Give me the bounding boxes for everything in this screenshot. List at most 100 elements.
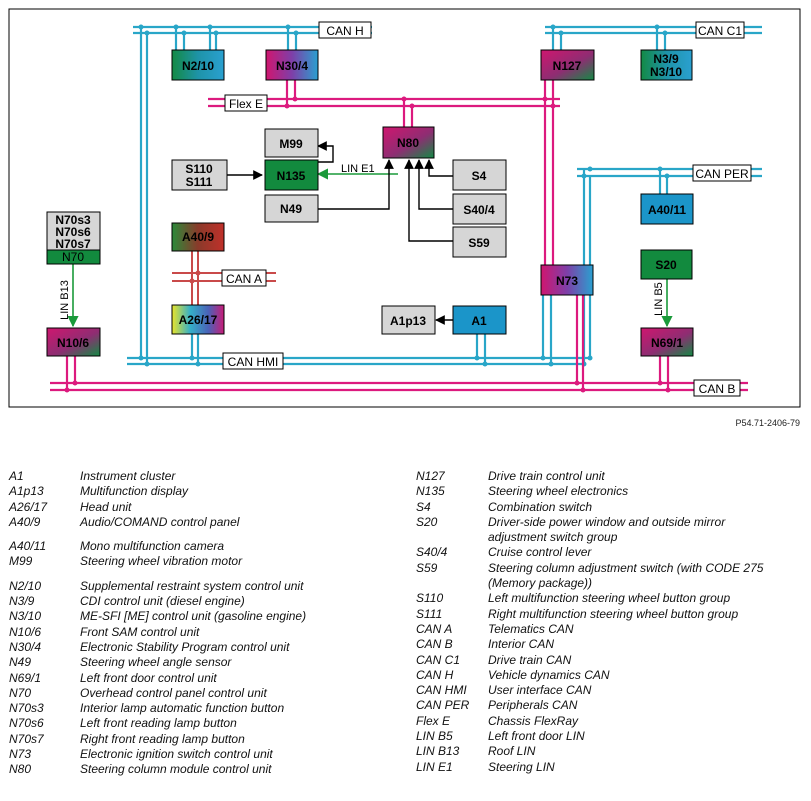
figure-reference: P54.71-2406-79: [735, 418, 800, 428]
node-n10-6[interactable]: [46, 327, 101, 357]
legend-code: CAN PER: [416, 698, 470, 713]
node-n127[interactable]: [540, 49, 595, 81]
legend-code: S110: [416, 591, 444, 606]
node-a1-label: A1: [471, 314, 487, 328]
legend-description: Right front reading lamp button: [80, 731, 245, 746]
legend-code: N3/9: [9, 594, 35, 609]
legend-description: Drive train CAN: [488, 652, 572, 667]
node-s20[interactable]: [640, 249, 693, 280]
legend-description: Combination switch: [488, 499, 593, 514]
legend-code: S40/4: [416, 545, 448, 560]
legend-description: Front SAM control unit: [80, 624, 200, 639]
node-n69-1[interactable]: [640, 327, 694, 357]
node-m99-label: M99: [279, 137, 303, 151]
node-n3-9-n3-10[interactable]: [640, 49, 693, 81]
legend-description: User interface CAN: [488, 683, 592, 698]
node-a40-11[interactable]: [640, 193, 694, 225]
node-n69-1-label: N69/1: [651, 336, 683, 350]
node-n49[interactable]: [264, 194, 319, 223]
legend-code: A40/9: [9, 514, 41, 529]
legend-description: Left front door control unit: [80, 670, 217, 685]
bus-label-can-hmi-text: CAN HMI: [228, 355, 279, 369]
can-hmi-junctions: [138, 355, 593, 367]
bus-label-can-c1: CAN C1: [695, 21, 745, 39]
node-s4[interactable]: [452, 159, 507, 191]
legend-code: N73: [9, 747, 32, 762]
lin-b13-label: LIN B13: [59, 280, 71, 320]
legend-code: A40/11: [9, 539, 47, 554]
legend-item: N73 Electronic ignition switch control un…: [9, 747, 401, 762]
node-s111-label: S111: [186, 175, 213, 189]
node-a40-9-label: A40/9: [182, 230, 214, 244]
node-s110-s111[interactable]: [171, 159, 228, 191]
legend-code: LIN B5: [416, 729, 453, 744]
legend-code: LIN E1: [416, 759, 453, 774]
legend-code: N70s6: [9, 716, 44, 731]
legend-code: N30/4: [9, 639, 42, 654]
node-s40-4[interactable]: [452, 193, 507, 225]
node-s110-label: S110: [185, 162, 213, 176]
node-n80[interactable]: [382, 126, 435, 159]
legend-description: Mono multifunction camera: [80, 539, 225, 554]
bus-label-flex-e-text: Flex E: [229, 97, 263, 111]
node-n2-10[interactable]: [171, 49, 225, 81]
node-n73[interactable]: [540, 264, 594, 296]
legend-code: N70: [9, 685, 32, 700]
legend-code: A1: [9, 469, 24, 483]
node-s4-label: S4: [472, 169, 487, 183]
legend-description: Steering wheel electronics: [488, 484, 629, 499]
legend-description: Steering wheel angle sensor: [80, 655, 232, 670]
legend-description: Steering column adjustment switch (with …: [488, 560, 764, 591]
legend-description: Supplemental restraint system control un…: [80, 578, 304, 593]
node-a1[interactable]: [452, 305, 507, 335]
bus-label-flex-e: Flex E: [224, 94, 268, 112]
node-a26-17[interactable]: [171, 304, 225, 335]
node-n127-label: N127: [553, 59, 582, 73]
legend-description: Steering column module control unit: [80, 762, 272, 777]
bus-label-can-h: CAN H: [318, 21, 372, 39]
legend-description: Electronic ignition switch control unit: [80, 747, 273, 762]
node-a40-11-label: A40/11: [648, 203, 686, 217]
node-s59[interactable]: [452, 226, 507, 258]
legend-item: N3/9 CDI control unit (diesel engine): [9, 594, 401, 609]
node-n135[interactable]: [264, 159, 319, 191]
legend-code: LIN B13: [416, 744, 460, 759]
node-n30-4[interactable]: [265, 49, 319, 81]
legend-description: Cruise control lever: [488, 545, 592, 560]
can-c1-junctions: [550, 24, 668, 36]
node-a40-9[interactable]: [171, 222, 225, 252]
legend-code: N69/1: [9, 670, 42, 685]
can-a-junctions: [189, 270, 201, 284]
legend-code: N80: [9, 762, 32, 777]
node-a1p13[interactable]: [381, 305, 436, 335]
legend-code: M99: [9, 554, 33, 569]
can-b-junctions: [64, 380, 671, 393]
node-n70s6-label: N70s6: [55, 225, 91, 239]
node-n70s3-label: N70s3: [55, 213, 91, 227]
node-n10-6-label: N10/6: [57, 336, 89, 350]
node-n135-label: N135: [277, 169, 306, 183]
legend-description: Electronic Stability Program control uni…: [80, 639, 290, 654]
node-m99[interactable]: [264, 128, 319, 158]
signal-arrows: [227, 141, 453, 325]
legend-description: CDI control unit (diesel engine): [80, 594, 245, 609]
node-n70[interactable]: [46, 249, 101, 265]
